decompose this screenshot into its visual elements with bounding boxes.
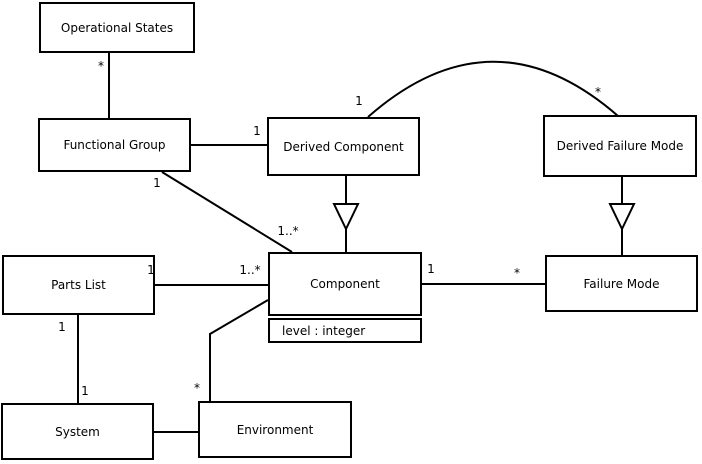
class-name-label: Failure Mode bbox=[583, 276, 660, 291]
class-derived-failure-mode: Derived Failure Mode bbox=[543, 115, 697, 177]
multiplicity-label-arc-derived-failure-mode-end: * bbox=[595, 85, 601, 99]
association-line-functional-group-component bbox=[161, 171, 293, 253]
class-name-label: Derived Component bbox=[283, 139, 404, 154]
multiplicity-label-component-end-failure-line: 1 bbox=[427, 262, 435, 276]
class-name-label: System bbox=[55, 424, 100, 439]
class-functional-group: Functional Group bbox=[38, 118, 191, 172]
multiplicity-label-parts-list-end: 1 bbox=[147, 263, 155, 277]
multiplicity-label-derived-component-end: 1 bbox=[253, 124, 261, 138]
association-arc-derived-component-derived-failure-mode bbox=[367, 60, 619, 118]
class-parts-list: Parts List bbox=[2, 255, 155, 315]
class-name-label: Component bbox=[310, 277, 380, 291]
multiplicity-label-failure-mode-end: * bbox=[514, 266, 520, 280]
association-line-environment-component bbox=[209, 299, 269, 401]
multiplicity-label-parts-list-system-top: 1 bbox=[58, 320, 66, 334]
class-system: System bbox=[1, 403, 154, 460]
class-operational-states: Operational States bbox=[39, 2, 195, 53]
class-component: Component bbox=[268, 252, 422, 316]
class-name-label: Functional Group bbox=[63, 138, 166, 152]
class-name-label: Derived Failure Mode bbox=[556, 139, 684, 153]
generalization-triangle-icon-failure-mode bbox=[608, 203, 636, 232]
class-name-label: Parts List bbox=[51, 278, 106, 292]
class-derived-component: Derived Component bbox=[267, 117, 420, 176]
class-environment: Environment bbox=[198, 401, 352, 458]
generalization-triangle-icon-component bbox=[332, 203, 360, 232]
multiplicity-label-arc-derived-component-end: 1 bbox=[355, 94, 363, 108]
class-component-attribute-compartment: level : integer bbox=[268, 318, 422, 343]
class-name-label: Environment bbox=[236, 422, 314, 437]
class-failure-mode: Failure Mode bbox=[545, 255, 698, 312]
attribute-label: level : integer bbox=[282, 323, 366, 338]
multiplicity-label-functional-group-end: 1 bbox=[153, 176, 161, 190]
multiplicity-label-environment-end: * bbox=[194, 381, 200, 395]
multiplicity-label-parts-list-system-bottom: 1 bbox=[81, 384, 89, 398]
multiplicity-label-component-end-diagonal: 1..* bbox=[277, 224, 299, 238]
class-name-label: Operational States bbox=[60, 20, 174, 35]
multiplicity-label-operational-states: * bbox=[98, 59, 104, 73]
multiplicity-label-component-end-horizontal: 1..* bbox=[239, 263, 261, 277]
